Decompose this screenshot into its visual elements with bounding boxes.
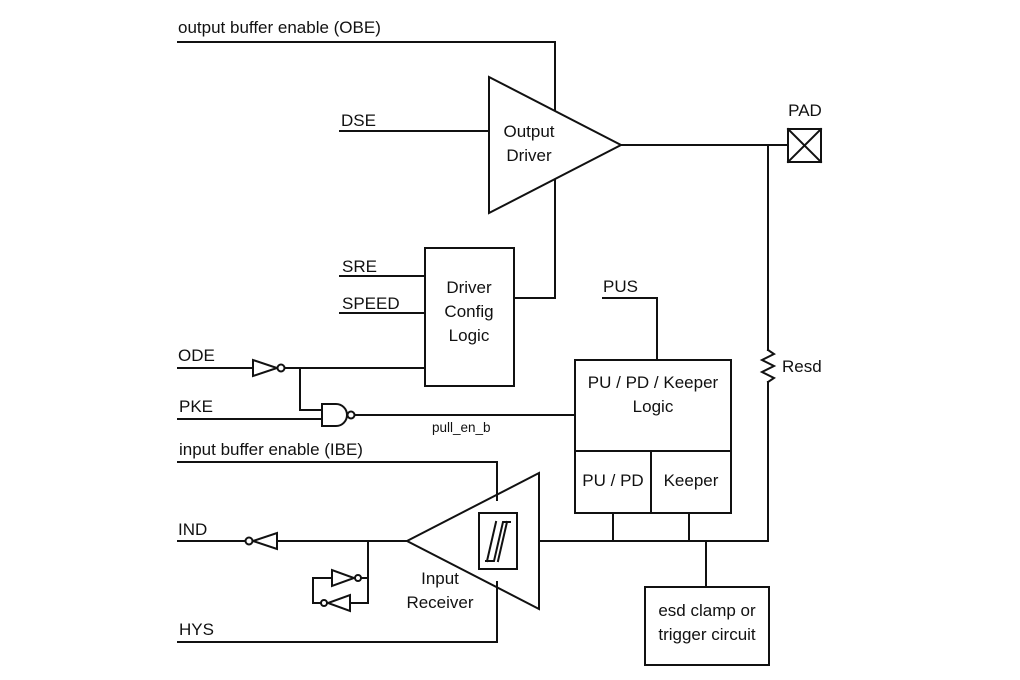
latch-inverter-top-bubble (354, 574, 362, 582)
ode-label: ODE (178, 346, 215, 365)
resd-label: Resd (782, 357, 822, 376)
driver-config-logic-box (424, 247, 515, 387)
esd-clamp-label-line2: trigger circuit (658, 625, 756, 644)
ind-inverter-bubble (244, 536, 254, 546)
ibe-wire (177, 461, 498, 501)
obe-wire (177, 41, 556, 111)
driver-config-label-line1: Driver (446, 278, 492, 297)
esd-clamp-label-line1: esd clamp or (658, 601, 756, 620)
obe-label: output buffer enable (OBE) (178, 18, 381, 37)
latch-inverter-top (331, 568, 357, 588)
pad-cross-2 (786, 127, 823, 164)
pad-label: PAD (788, 101, 822, 120)
latch-left-wire (312, 577, 333, 604)
ibe-label: input buffer enable (IBE) (179, 440, 363, 459)
ind-inverter (249, 531, 278, 551)
latch-inverter-bottom-bubble (320, 599, 328, 607)
pu-pd-label: PU / PD (582, 471, 643, 490)
nand-gate-bubble (346, 410, 356, 420)
input-receiver-label-line1: Input (421, 569, 459, 588)
esd-clamp-box (644, 586, 770, 666)
nand-gate (321, 403, 348, 427)
ode-inverter (252, 358, 281, 378)
pu-pd-keeper-logic-box (574, 359, 732, 514)
latch-top-wire (355, 540, 369, 579)
resd-wire-bottom (612, 381, 769, 542)
ode-to-nand-wire (299, 367, 323, 411)
pu-pd-keeper-label-line2: Logic (633, 397, 674, 416)
hysteresis-symbol-curve (485, 520, 511, 563)
dse-label: DSE (341, 111, 376, 130)
ind-label: IND (178, 520, 207, 539)
pke-label: PKE (179, 397, 213, 416)
keeper-label: Keeper (664, 471, 719, 490)
output-driver-label-line1: Output (503, 122, 554, 141)
latch-inverter-bottom (325, 593, 351, 613)
hys-label: HYS (179, 620, 214, 639)
hys-wire (177, 581, 498, 643)
config-to-driver-wire (513, 179, 556, 299)
pus-wire (602, 297, 658, 361)
pu-pd-keeper-label-line1: PU / PD / Keeper (588, 373, 719, 392)
sre-label: SRE (342, 257, 377, 276)
ode-inverter-bubble (276, 363, 286, 373)
pull-en-b-label: pull_en_b (432, 420, 491, 435)
pus-label: PUS (603, 277, 638, 296)
driver-config-label-line3: Logic (449, 326, 490, 345)
driver-config-label-line2: Config (444, 302, 493, 321)
input-receiver-triangle (404, 471, 540, 611)
resd-resistor (759, 348, 777, 384)
latch-right-wire (349, 577, 369, 604)
output-driver-label-line2: Driver (506, 146, 552, 165)
input-receiver-label-line2: Receiver (406, 593, 473, 612)
speed-label: SPEED (342, 294, 400, 313)
